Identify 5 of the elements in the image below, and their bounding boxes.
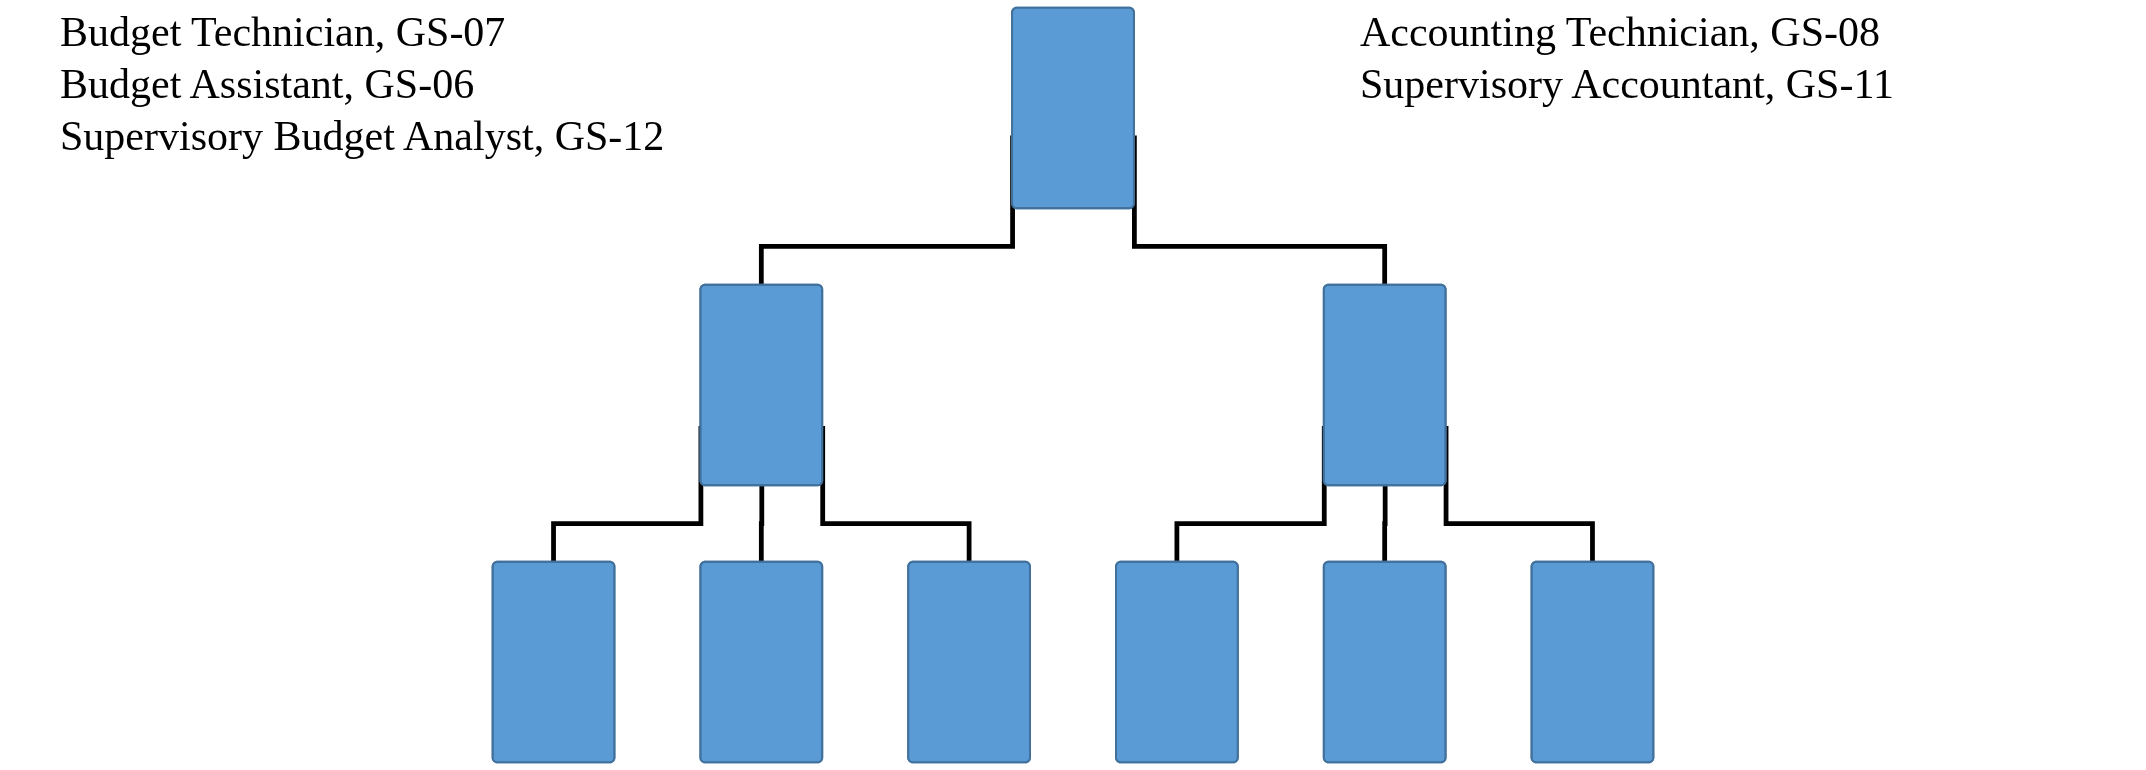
job-title-text: Budget Assistant, GS-06 (60, 60, 475, 109)
job-title-text: Supervisory Budget Analyst, GS-12 (60, 112, 665, 161)
job-title-text: Accounting Technician, GS-08 (1360, 8, 1880, 57)
job-title-text: Budget Technician, GS-07 (60, 8, 506, 57)
job-title-text: Supervisory Accountant, GS-11 (1360, 60, 1894, 109)
